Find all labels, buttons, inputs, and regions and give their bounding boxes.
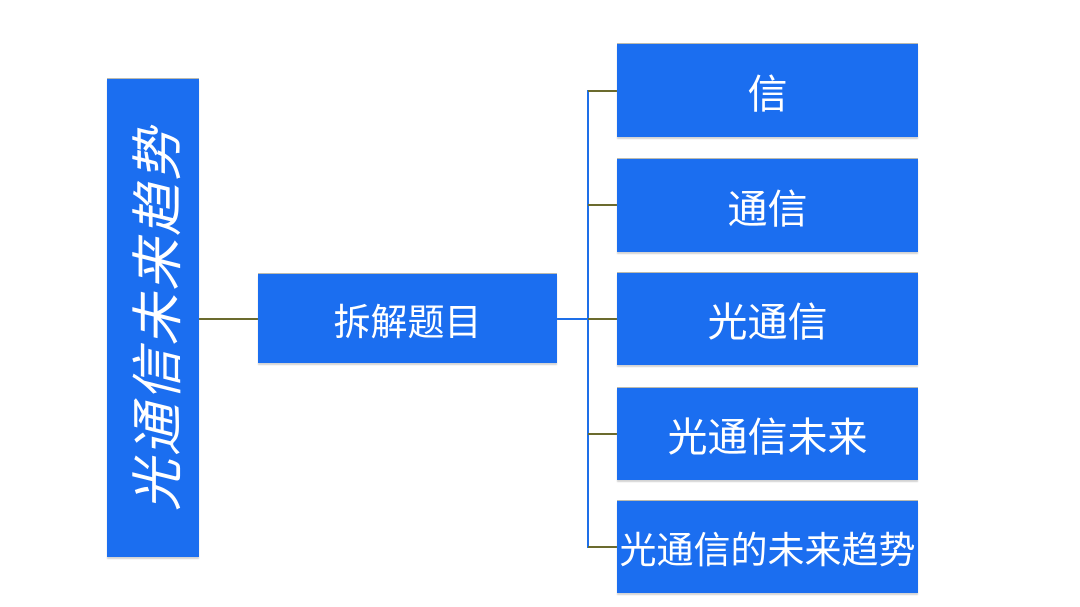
connector-stub-leaf-5 [588,546,618,548]
root-node[interactable]: 光通信未来趋势 [107,79,199,557]
leaf-node-3[interactable]: 光通信 [617,273,918,365]
leaf-node-5[interactable]: 光通信的未来趋势 [617,501,918,593]
root-node-label: 光通信未来趋势 [129,125,188,511]
middle-node[interactable]: 拆解题目 [258,274,557,363]
leaf-node-2[interactable]: 通信 [617,159,918,252]
leaf-node-4[interactable]: 光通信未来 [617,388,918,480]
connector-stub-leaf-4 [588,433,618,435]
leaf-node-2-label: 通信 [727,187,808,232]
connector-stub-leaf-2 [588,204,618,206]
middle-node-label: 拆解题目 [333,301,482,343]
leaf-node-3-label: 光通信 [707,301,828,345]
connector-middle-to-trunk [556,318,588,320]
leaf-node-1-label: 信 [747,72,788,117]
leaf-node-4-label: 光通信未来 [667,416,868,460]
connector-stub-leaf-1 [588,90,618,92]
leaf-node-1[interactable]: 信 [617,44,918,137]
connector-root-to-middle [199,318,258,320]
connector-stub-leaf-3 [588,318,618,320]
leaf-node-5-label: 光通信的未来趋势 [619,530,916,571]
